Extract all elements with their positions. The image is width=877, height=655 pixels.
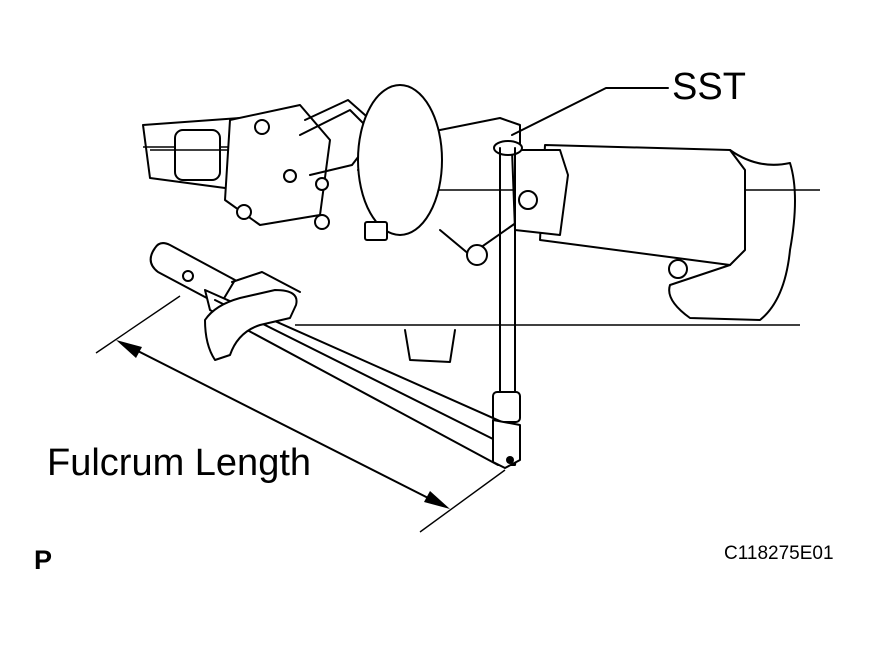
fulcrum-length-label: Fulcrum Length	[47, 442, 312, 484]
view-mark: P	[34, 545, 53, 575]
steering-column-tube-illustration	[511, 144, 796, 321]
sst-extension-tool-illustration	[492, 140, 523, 423]
torque-wrench-illustration	[149, 242, 521, 469]
dimension-arrow	[95, 295, 506, 533]
sst-label: SST	[672, 66, 746, 108]
column-housing-illustration	[357, 84, 521, 363]
sst-leader-line	[511, 87, 669, 136]
universal-joint-illustration	[224, 99, 383, 230]
figure-code: C118275E01	[724, 543, 834, 564]
